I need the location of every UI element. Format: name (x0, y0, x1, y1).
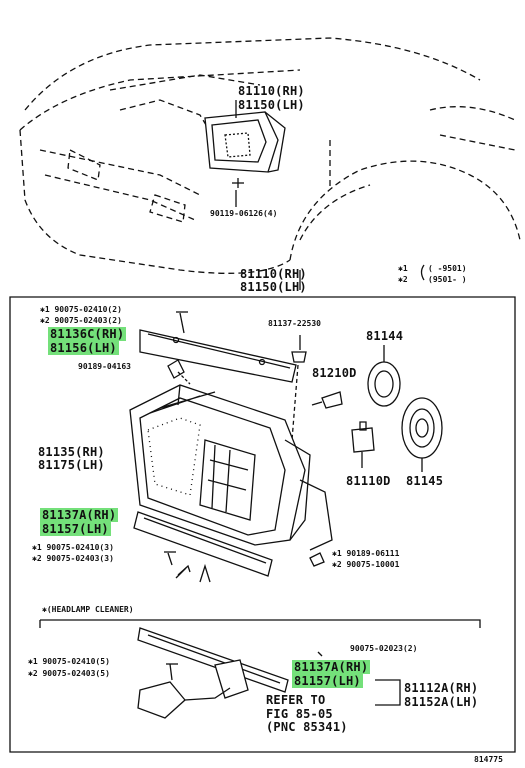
legend-range-1: ( -9501) (428, 264, 467, 273)
cleaner-bracket-line (39, 619, 481, 628)
diagram-frame (9, 296, 516, 753)
nut-2: ✱2 90075-10001 (332, 560, 400, 569)
refer-line-1: REFER TO (266, 693, 326, 707)
nut-1: ✱1 90189-06111 (332, 549, 400, 558)
legend-range-2: (9501- ) (428, 275, 467, 284)
legend-brace (420, 264, 425, 281)
top-screw-label: 90119-06126(4) (210, 209, 278, 218)
lower-support-bracket (133, 511, 273, 577)
socket-bulb-illustration (311, 391, 375, 468)
upper-support-bracket (139, 329, 297, 383)
cleaner-bolt-1: ✱1 90075-02410(5) (28, 657, 110, 666)
cleaner-title: ✱(HEADLAMP CLEANER) (42, 605, 134, 614)
ring-label: 81145 (406, 474, 444, 488)
top-part-rh: 81110(RH) (238, 84, 305, 98)
diagram-code: 814775 (474, 755, 503, 764)
refer-line-3: (PNC 85341) (266, 720, 348, 734)
cleaner-asm-rh: 81112A(RH) (404, 681, 479, 695)
cleaner-bolt-2: ✱2 90075-02403(5) (28, 669, 110, 678)
assembly-rh: 81110(RH) (240, 267, 307, 281)
bolt-b2: ✱2 90075-02403(3) (32, 554, 114, 563)
adjuster-label: 81137-22530 (268, 319, 321, 328)
bolt-b1: ✱1 90075-02410(3) (32, 543, 114, 552)
refer-line-2: FIG 85-05 (266, 707, 333, 721)
lamp-lh: 81175(LH) (38, 458, 105, 472)
support-rh-highlight: 81136C(RH) (48, 327, 127, 341)
top-part-lh: 81150(LH) (238, 98, 305, 112)
assembly-lh: 81150(LH) (240, 280, 307, 294)
vehicle-front-sketch (19, 37, 521, 274)
lower-lh-highlight: 81157(LH) (40, 522, 111, 536)
cleaner-rh-highlight: 81137A(RH) (292, 660, 371, 674)
legend-mark-2: ✱2 (398, 275, 408, 284)
headlamp-small-illustration (204, 111, 286, 173)
clip-shape (167, 359, 185, 379)
cleaner-nozzle-illustration (137, 627, 289, 719)
adjuster-shape (291, 351, 307, 363)
ring-illustration (401, 397, 443, 472)
support-lh-highlight: 81156(LH) (48, 341, 119, 355)
cleaner-screw: 90075-02023(2) (350, 644, 418, 653)
lower-rh-highlight: 81137A(RH) (40, 508, 119, 522)
bulb-label: 81110D (346, 474, 391, 488)
clip-label: 90189-04163 (78, 362, 131, 371)
callout-bracket (375, 679, 401, 706)
bolt-a2: ✱2 90075-02403(2) (40, 316, 122, 325)
socket-label: 81210D (312, 366, 357, 380)
legend-mark-1: ✱1 (398, 264, 408, 273)
main-headlamp-illustration (129, 384, 333, 551)
bolt-a1: ✱1 90075-02410(2) (40, 305, 122, 314)
cleaner-lh-highlight: 81157(LH) (292, 674, 363, 688)
cover-illustration (367, 345, 401, 407)
lamp-rh: 81135(RH) (38, 445, 105, 459)
cleaner-asm-lh: 81152A(LH) (404, 695, 479, 709)
cover-label: 81144 (366, 329, 404, 343)
